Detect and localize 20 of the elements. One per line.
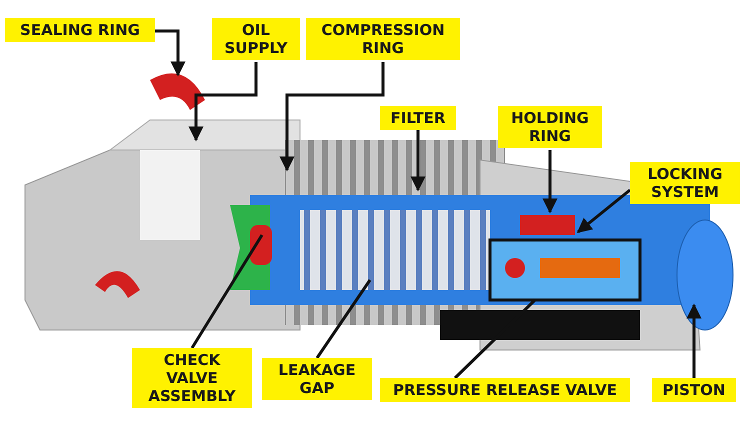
callout-label: SEALING RING — [5, 18, 155, 42]
callout-label: FILTER — [380, 106, 456, 130]
callout-label: PISTON — [652, 378, 736, 402]
leader-line — [188, 62, 258, 142]
callout-label: PRESSURE RELEASE VALVE — [380, 378, 630, 402]
callout-label: HOLDING RING — [498, 106, 602, 148]
callout-label: LEAKAGE GAP — [262, 358, 372, 400]
leader-line — [686, 304, 702, 378]
callout-label: CHECK VALVE ASSEMBLY — [132, 348, 252, 408]
leader-line — [410, 130, 426, 192]
callout-label: OIL SUPPLY — [212, 18, 300, 60]
callout-label: LOCKING SYSTEM — [630, 162, 740, 204]
leader-line — [542, 150, 558, 214]
leader-line — [576, 188, 631, 234]
leader-line — [190, 234, 264, 349]
leader-line — [316, 279, 372, 359]
leader-line — [155, 30, 186, 76]
callout-label: COMPRESSION RING — [306, 18, 460, 60]
leader-line — [454, 298, 536, 380]
leader-line — [280, 62, 384, 172]
